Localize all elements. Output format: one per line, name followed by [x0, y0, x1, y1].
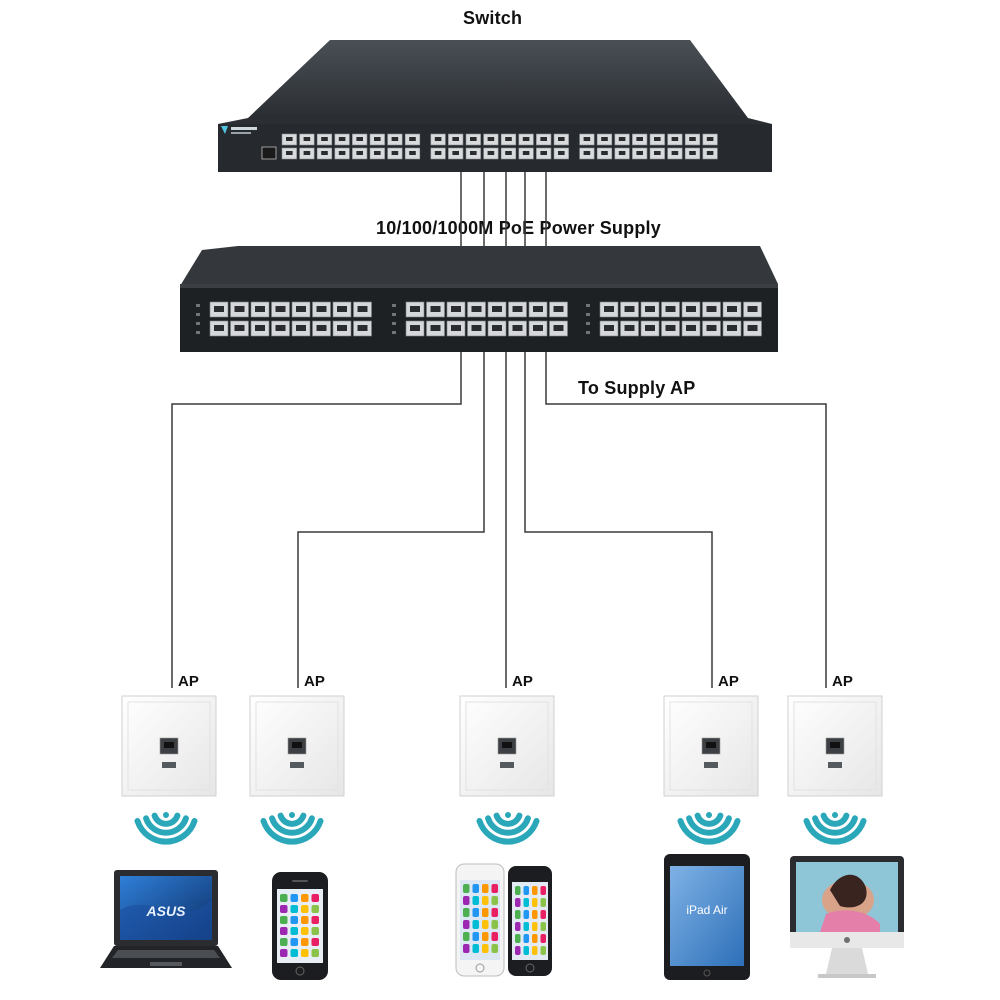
- wifi-signal-icon: [803, 812, 867, 845]
- ap-label: AP: [832, 673, 853, 690]
- poe-power-supply: [180, 246, 778, 352]
- switch-title: Switch: [463, 8, 523, 28]
- laptop-brand: ASUS: [146, 903, 187, 919]
- wifi-signal-icon: [476, 812, 540, 845]
- access-point: AP: [663, 673, 759, 845]
- ap-label: AP: [718, 673, 739, 690]
- supply-ap-title: To Supply AP: [578, 378, 696, 398]
- switch-device: [218, 40, 772, 172]
- wifi-signal-icon: [677, 812, 741, 845]
- ap-label: AP: [512, 673, 533, 690]
- tablet: iPad Air: [664, 854, 750, 980]
- usb-port[interactable]: [290, 762, 304, 768]
- switch-ports: [281, 133, 718, 160]
- usb-port[interactable]: [828, 762, 842, 768]
- smartphone-white: [455, 863, 505, 977]
- smartphone: [272, 872, 328, 980]
- access-point: AP: [249, 673, 345, 845]
- tablet-title: iPad Air: [686, 903, 727, 917]
- poe-supply-title: 10/100/1000M PoE Power Supply: [376, 218, 661, 238]
- console-port[interactable]: [261, 146, 277, 160]
- usb-port[interactable]: [500, 762, 514, 768]
- ap-label: AP: [178, 673, 199, 690]
- ap-wires: [171, 352, 827, 688]
- desktop-computer: [790, 856, 904, 978]
- wifi-signal-icon: [134, 812, 198, 845]
- switch-logo: [221, 126, 257, 134]
- ap-label: AP: [304, 673, 325, 690]
- access-point: AP: [787, 673, 883, 845]
- smartphone-black: [508, 866, 552, 976]
- laptop: ASUS: [100, 870, 232, 968]
- uplink-wires: [460, 172, 547, 252]
- poe-ports: [196, 301, 762, 337]
- access-point: AP: [459, 673, 555, 845]
- wifi-signal-icon: [260, 812, 324, 845]
- usb-port[interactable]: [704, 762, 718, 768]
- usb-port[interactable]: [162, 762, 176, 768]
- access-point: AP: [121, 673, 217, 845]
- access-points: AP AP AP AP AP: [121, 673, 883, 845]
